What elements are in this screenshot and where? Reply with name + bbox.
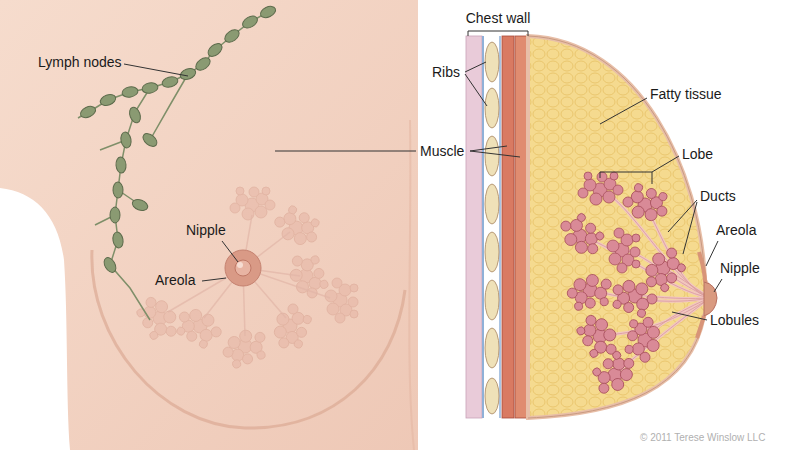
rib [485,328,499,368]
lymph-node [179,67,197,82]
leader-line [706,241,718,266]
lobe-cluster [619,181,673,227]
leader-line [202,278,226,281]
skin-ground [0,0,418,450]
lymph-node-chain [79,4,278,274]
leader-line [465,62,487,106]
rib [485,42,499,82]
rib [485,136,499,176]
muscle-band [502,36,514,418]
lobule-shadows [133,187,358,371]
part-label: Ribs [432,64,460,80]
leader-line [275,151,416,152]
lymph-node [223,27,242,44]
part-label: Muscle [420,143,464,159]
leader-line [222,241,238,262]
rib [485,88,499,128]
pleura-line [482,36,484,418]
lymph-node [110,207,120,223]
part-label: Fatty tissue [650,86,722,102]
part-label: Areola [716,222,756,238]
lymph-node [115,157,126,174]
rib [485,378,499,414]
lymph-node [194,55,213,72]
part-label: Ducts [700,188,736,204]
lymph-node [79,104,98,120]
lobule-shadow [171,302,226,353]
bracket [600,156,679,184]
bracket [468,31,528,36]
lobule-shadow [284,249,330,303]
lobule-shadow [230,187,275,220]
underarm-gap [0,188,70,450]
lymph-node [141,131,160,149]
lymph-node [120,131,133,148]
part-label: Areola [155,272,195,288]
lobule-shadow [269,201,324,252]
lobes [554,172,691,401]
lymph-node [259,4,278,20]
nipple-front [235,260,251,276]
leader-line [714,279,722,292]
areola-front [225,250,261,286]
part-label: Lobules [710,312,759,328]
lymph-node [141,82,158,95]
leader-line [668,200,697,254]
nipple-highlight [237,262,243,268]
rib-column [485,42,499,414]
lymph-node [121,86,138,99]
leader-lines [124,31,722,320]
lymph-node [131,198,149,213]
leader-line [672,312,707,320]
leader-line [124,64,188,76]
part-label: Lobe [682,146,713,162]
rib [485,184,499,224]
lobe-cluster [623,314,663,364]
lobule-shadow [325,278,358,323]
lymph-node [241,14,260,31]
lymph-node [112,231,125,248]
lobule-shadow [133,291,184,346]
lobe-cluster [554,208,609,263]
lobe-cluster [587,346,643,400]
lymph-node [102,256,119,275]
chest-wall-back [466,36,482,418]
breast-contour [92,250,405,428]
lymph-node [206,41,225,59]
leader-line [600,98,647,124]
copyright-note: © 2011 Terese Winslow LLC [640,432,765,444]
part-label: Chest wall [466,10,531,26]
lobe-cluster [607,228,640,273]
cleavage-shade [409,120,414,450]
lobule-shadow [268,300,314,354]
lymph-node [128,106,143,124]
leader-line [470,146,520,157]
lobe-cluster [607,274,661,320]
part-label: Lymph nodes [38,54,122,70]
lobe-cluster [565,271,615,311]
lymph-node [161,75,179,89]
nipple-section [704,282,717,316]
part-label: Nipple [720,260,760,276]
fascia-line [499,36,501,418]
lymph-node [99,93,117,108]
rib [485,280,499,320]
rib [485,232,499,272]
part-label: Nipple [186,222,226,238]
lymph-node [113,182,124,198]
